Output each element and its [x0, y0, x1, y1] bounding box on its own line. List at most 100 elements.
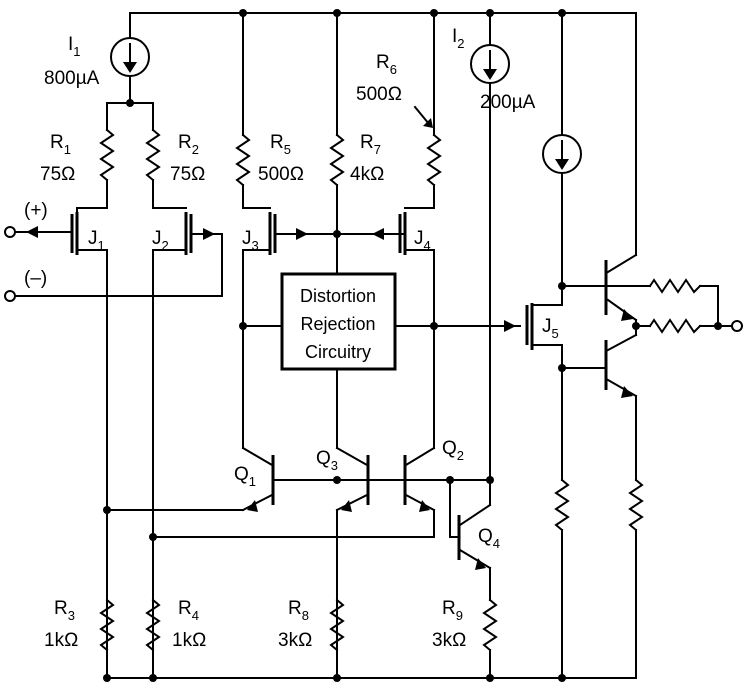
label-r2: R2 75Ω — [170, 132, 205, 185]
resistor-r5 — [235, 12, 271, 209]
label-q1: Q1 — [234, 464, 256, 489]
label-j3: J3 — [242, 228, 259, 253]
svg-text:3kΩ: 3kΩ — [432, 630, 466, 651]
label-q4: Q4 — [478, 526, 500, 551]
resistor-r6 — [404, 12, 442, 209]
svg-text:J5: J5 — [542, 316, 559, 341]
svg-text:500Ω: 500Ω — [258, 164, 304, 185]
junction-top-r6 — [430, 9, 438, 17]
junction-q1-emitter — [103, 506, 111, 514]
svg-text:R6: R6 — [376, 52, 397, 77]
svg-text:J1: J1 — [88, 228, 105, 253]
current-source-output — [542, 12, 582, 287]
svg-text:Q1: Q1 — [234, 464, 256, 489]
label-r1: R1 75Ω — [40, 132, 75, 185]
svg-text:Q3: Q3 — [316, 448, 338, 473]
junction-out-mid — [632, 322, 640, 330]
label-input-minus: (–) — [24, 268, 47, 289]
resistor-r7 — [329, 12, 345, 275]
svg-text:R8: R8 — [288, 598, 309, 623]
svg-text:3kΩ: 3kΩ — [278, 630, 312, 651]
resistor-r2 — [145, 102, 161, 209]
junction-bottom-r8 — [333, 674, 341, 682]
svg-text:I2: I2 — [452, 26, 465, 51]
label-input-plus: (+) — [24, 200, 48, 221]
label-r4: R4 1kΩ — [172, 598, 206, 651]
label-q3: Q3 — [316, 448, 338, 473]
label-i2: I2 200µA — [452, 26, 536, 113]
output-transistors — [561, 12, 638, 481]
resistor-r8 — [329, 598, 345, 652]
svg-text:75Ω: 75Ω — [170, 164, 205, 185]
svg-text:R5: R5 — [270, 132, 291, 157]
svg-text:Q4: Q4 — [478, 526, 500, 551]
svg-text:J4: J4 — [414, 228, 431, 253]
junction-top-output — [558, 9, 566, 17]
junction-top-r5 — [239, 9, 247, 17]
junction-q2-emitter — [149, 533, 157, 541]
junction-bottom-r9 — [486, 674, 494, 682]
junction-i1 — [126, 99, 134, 107]
junction-bottom-r3 — [103, 674, 111, 682]
svg-text:J3: J3 — [242, 228, 259, 253]
svg-text:800µA: 800µA — [44, 68, 100, 89]
block-line-2: Rejection — [300, 314, 375, 334]
label-j5: J5 — [542, 316, 559, 341]
output-emitter-resistors — [554, 367, 644, 679]
block-line-1: Distortion — [300, 286, 376, 306]
label-q2: Q2 — [442, 438, 464, 463]
label-r9: R9 3kΩ — [432, 598, 466, 651]
label-r6: R6 500Ω — [356, 52, 402, 105]
resistor-r4 — [145, 598, 161, 652]
junction-top-i2 — [486, 9, 494, 17]
svg-text:R3: R3 — [54, 598, 75, 623]
label-i1: I1 800µA — [44, 34, 100, 89]
jfet-j2 — [14, 207, 223, 679]
junction-right-block — [430, 322, 438, 330]
svg-text:R9: R9 — [442, 598, 463, 623]
label-r5: R5 500Ω — [258, 132, 304, 185]
block-line-3: Circuitry — [305, 342, 371, 362]
resistor-r3 — [99, 598, 115, 652]
svg-text:Q2: Q2 — [442, 438, 464, 463]
svg-text:R2: R2 — [178, 132, 199, 157]
output-terminal[interactable] — [731, 320, 743, 332]
junction-out-right — [714, 322, 722, 330]
transistor-q4 — [449, 479, 492, 601]
label-r3: R3 1kΩ — [44, 598, 78, 651]
output-resistors — [607, 278, 732, 334]
svg-text:R7: R7 — [360, 132, 381, 157]
junction-q3-base — [333, 476, 341, 484]
svg-text:R1: R1 — [50, 132, 71, 157]
current-source-i2 — [470, 12, 510, 481]
svg-text:500Ω: 500Ω — [356, 84, 402, 105]
svg-text:200µA: 200µA — [480, 92, 536, 113]
label-j2: J2 — [152, 228, 169, 253]
jfet-j4 — [372, 212, 435, 449]
input-minus-terminal[interactable] — [4, 290, 16, 302]
svg-text:4kΩ: 4kΩ — [350, 164, 384, 185]
junction-j3-j4 — [333, 230, 341, 238]
junction-bottom-r4 — [149, 674, 157, 682]
svg-text:R4: R4 — [178, 598, 199, 623]
transistor-q3 — [335, 446, 370, 679]
distortion-rejection-block: Distortion Rejection Circuitry — [242, 272, 521, 449]
junction-left-block — [239, 322, 247, 330]
label-j4: J4 — [414, 228, 431, 253]
transistor-q1 — [106, 446, 451, 512]
label-j1: J1 — [88, 228, 105, 253]
svg-text:75Ω: 75Ω — [40, 164, 75, 185]
label-r7: R7 4kΩ — [350, 132, 384, 185]
resistor-r1 — [99, 102, 115, 209]
label-r8: R8 3kΩ — [278, 598, 312, 651]
resistor-r9 — [482, 598, 498, 679]
input-plus-terminal[interactable] — [4, 226, 16, 238]
svg-text:I1: I1 — [68, 34, 81, 59]
jfet-j1 — [14, 207, 108, 679]
junction-top-r7 — [333, 9, 341, 17]
svg-text:1kΩ: 1kΩ — [44, 630, 78, 651]
svg-text:J2: J2 — [152, 228, 169, 253]
current-source-i1 — [106, 12, 154, 104]
svg-text:1kΩ: 1kΩ — [172, 630, 206, 651]
